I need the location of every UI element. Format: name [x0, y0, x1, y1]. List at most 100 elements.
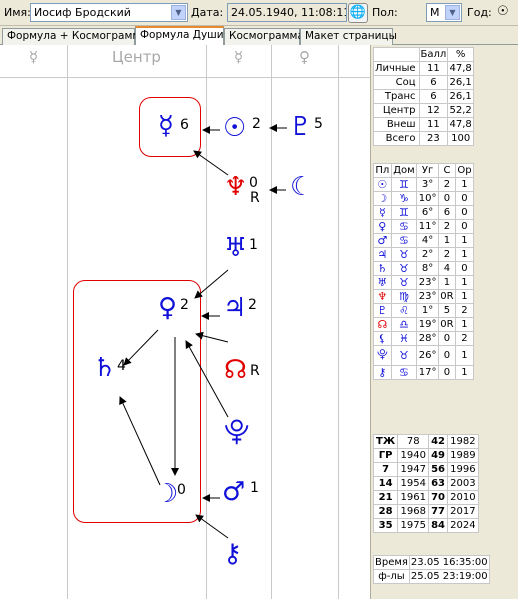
group-frame-mercury	[139, 97, 201, 157]
tab-bar: Формула + Космограмма Формула Души Космо…	[0, 26, 518, 46]
globe-icon[interactable]: 🌐	[348, 3, 368, 23]
jupiter-number: 2	[248, 297, 257, 313]
year-age: 56	[428, 462, 448, 477]
planet-degree: 2°	[416, 247, 439, 262]
proserpina-symbol[interactable]: ⯓	[224, 417, 250, 447]
column-divider	[271, 45, 272, 599]
positions-header: Уг	[416, 163, 439, 178]
moon-symbol[interactable]: ☽	[155, 479, 179, 509]
venus-symbol[interactable]: ♀	[158, 293, 178, 323]
sign-glyph-icon: ♉	[390, 247, 418, 262]
planet-strength: 1	[437, 233, 456, 248]
planet-orbit: 2	[454, 303, 475, 318]
planet-degree: 17°	[416, 365, 439, 380]
top-toolbar: Имя: Иосиф Бродский ▼ Дата: 24.05.1940, …	[0, 0, 518, 26]
planet-degree: 23°	[416, 289, 439, 304]
time-label: Время	[373, 555, 410, 570]
stats-category: Центр	[373, 103, 420, 118]
tab-cosmogram[interactable]: Космограмма	[224, 28, 304, 45]
black-moon-symbol[interactable]: ☾	[290, 172, 314, 202]
planet-glyph-icon: ♇	[373, 303, 392, 318]
planet-degree: 6°	[416, 205, 439, 220]
moon-number: 0	[177, 482, 186, 498]
year-age: 35	[372, 518, 399, 533]
year-label: Год:	[467, 6, 492, 19]
planet-degree: 4°	[416, 233, 439, 248]
planet-orbit: 0	[454, 205, 475, 220]
chiron-symbol[interactable]: ⚷	[223, 539, 243, 569]
time-value: 25.05 23:19:00	[408, 569, 490, 584]
stats-category: Внеш	[373, 117, 420, 132]
chevron-down-icon[interactable]: ▼	[445, 5, 460, 20]
jupiter-symbol[interactable]: ♃	[223, 293, 247, 323]
year-age: 63	[428, 476, 448, 491]
name-select[interactable]: Иосиф Бродский ▼	[30, 3, 188, 22]
planet-orbit: 1	[454, 247, 475, 262]
sex-select[interactable]: М ▼	[426, 3, 462, 22]
tab-formula-cosmogram[interactable]: Формула + Космограмма	[2, 28, 147, 45]
arrow-moon-saturn	[119, 396, 161, 486]
year-age: 70	[428, 490, 448, 505]
year-value: 1940	[397, 448, 430, 463]
sign-glyph-icon: ♋	[390, 219, 418, 234]
date-field[interactable]: 24.05.1940, 11:08:11	[227, 3, 347, 22]
planet-strength: 0	[437, 331, 456, 346]
stats-score: 12	[418, 103, 449, 118]
year-value: 2017	[446, 504, 480, 519]
planet-orbit: 1	[454, 345, 475, 366]
time-value: 23.05 16:35:00	[408, 555, 490, 570]
planet-orbit: 1	[454, 317, 475, 332]
uranus-symbol[interactable]: ♅	[224, 233, 248, 263]
planet-degree: 10°	[416, 191, 439, 206]
year-value: 1968	[397, 504, 430, 519]
sign-glyph-icon: ♌	[390, 303, 418, 318]
stats-category: Транс	[373, 89, 420, 104]
year-age: 77	[428, 504, 448, 519]
year-age: 42	[428, 434, 448, 449]
column-header-venus: ♀	[299, 48, 310, 66]
radio-sun-icon[interactable]: ☉	[497, 4, 509, 19]
planet-strength: 0R	[437, 289, 456, 304]
neptune-symbol[interactable]: ♆	[224, 172, 248, 202]
year-value: 2024	[446, 518, 480, 533]
planet-strength: 0	[437, 365, 456, 380]
sun-symbol[interactable]: ☉	[223, 113, 247, 143]
year-age: 7	[372, 462, 399, 477]
planet-glyph-icon: ⚸	[373, 331, 392, 346]
arrow-proserpina-venus	[185, 340, 229, 418]
stats-header	[373, 47, 420, 62]
venus-number: 2	[180, 297, 189, 313]
sex-label: Пол:	[372, 6, 398, 19]
sign-glyph-icon: ♑	[390, 191, 418, 206]
pluto-symbol[interactable]: ♇	[289, 112, 313, 142]
aspect-arrows	[119, 124, 287, 539]
date-value: 24.05.1940, 11:08:11	[231, 6, 347, 19]
neptune-retro: R	[250, 190, 260, 206]
positions-header: С	[437, 163, 456, 178]
planet-strength: 1	[437, 275, 456, 290]
planet-glyph-icon: ☽	[373, 191, 392, 206]
mars-symbol[interactable]: ♂	[222, 477, 246, 507]
sign-glyph-icon: ♋	[390, 365, 418, 380]
arrow-neptune-mercury	[193, 150, 229, 176]
column-divider	[67, 45, 68, 599]
name-label: Имя:	[4, 6, 31, 19]
tab-page-layout[interactable]: Макет страницы	[300, 28, 397, 45]
chevron-down-icon[interactable]: ▼	[171, 5, 186, 20]
planet-orbit: 1	[454, 233, 475, 248]
stats-score: 6	[418, 75, 449, 90]
year-value: 78	[397, 434, 430, 449]
node-symbol[interactable]: ☊	[224, 355, 248, 385]
mercury-symbol[interactable]: ☿	[158, 111, 174, 141]
stats-score: 11	[418, 117, 449, 132]
stats-category: Всего	[373, 131, 420, 146]
tab-soul-formula[interactable]: Формула Души	[135, 26, 224, 46]
saturn-symbol[interactable]: ♄	[93, 353, 117, 383]
year-age: ТЖ	[372, 434, 399, 449]
